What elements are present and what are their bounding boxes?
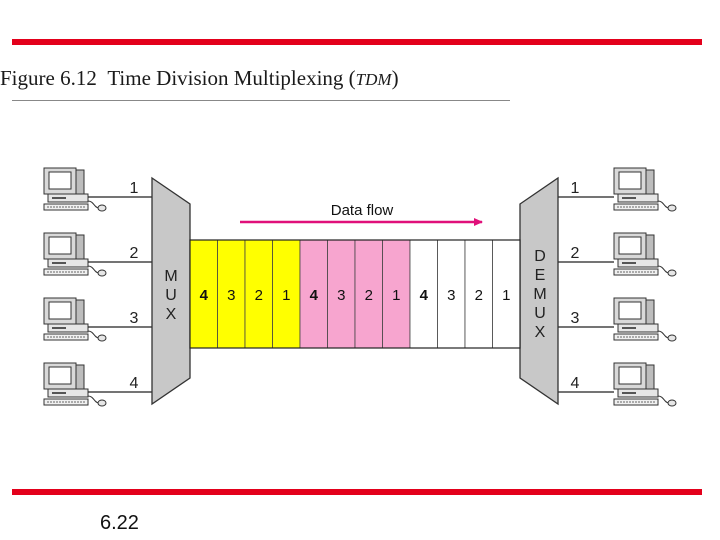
destination-label: 1: [571, 180, 580, 197]
demux-letter: M: [533, 286, 546, 303]
source-computer-icon: [43, 167, 107, 212]
source-label: 1: [130, 180, 139, 197]
source-computer-icon: [43, 362, 107, 407]
source-label: 3: [130, 310, 139, 327]
source-label: 4: [130, 375, 139, 392]
time-slot-label: 2: [365, 287, 373, 304]
time-slot-label: 3: [337, 287, 345, 304]
mux-letter: M: [164, 268, 177, 285]
bottom-red-rule: [12, 489, 702, 495]
time-slot-label: 3: [447, 287, 455, 304]
input-links: [88, 196, 152, 393]
time-slot-label: 2: [475, 287, 483, 304]
mux-letter: U: [165, 287, 177, 304]
time-slot-label: 4: [310, 287, 319, 304]
destination-label: 4: [571, 375, 580, 392]
destination-computer-icon: [613, 362, 677, 407]
source-label: 2: [130, 245, 139, 262]
source-labels: 1 2 3 4: [130, 180, 139, 392]
source-computer-icon: [43, 232, 107, 277]
source-computer-icon: [43, 297, 107, 342]
output-links: [558, 196, 614, 393]
tdm-link: 4 3 2 1 4 3 2 1 4 3 2 1: [189, 239, 521, 349]
title-close: ): [391, 66, 399, 90]
time-slot: [492, 239, 521, 349]
time-slot: [244, 239, 273, 349]
tdm-frame: 4 3 2 1: [409, 239, 521, 349]
time-slot-label: 1: [392, 287, 400, 304]
top-red-rule: [12, 39, 702, 45]
demux-letter: X: [535, 324, 546, 341]
time-slot-label: 4: [200, 287, 209, 304]
time-slot-label: 3: [227, 287, 235, 304]
time-slot: [299, 239, 328, 349]
title-acronym: TDM: [355, 70, 392, 89]
mux-letter: X: [166, 306, 177, 323]
title-underline: [12, 100, 510, 101]
slide-title: Figure 6.12 Time Division Multiplexing (…: [0, 66, 520, 91]
demux-letter: E: [535, 267, 546, 284]
tdm-frame: 4 3 2 1: [299, 239, 411, 349]
multiplexer: [151, 176, 191, 406]
demux-label: D E M U X: [533, 248, 546, 341]
mux-label: M U X: [164, 268, 177, 323]
time-slot-label: 4: [420, 287, 429, 304]
destination-label: 2: [571, 245, 580, 262]
link-border: [189, 239, 521, 349]
destination-computer-icon: [613, 232, 677, 277]
demux-letter: D: [534, 248, 546, 265]
destination-label: 3: [571, 310, 580, 327]
figure-number: Figure 6.12: [0, 66, 97, 90]
destination-computer-icon: [613, 167, 677, 212]
destination-computer-icon: [613, 297, 677, 342]
time-slot: [327, 239, 356, 349]
time-slot-label: 2: [255, 287, 263, 304]
destination-labels: 1 2 3 4: [571, 180, 580, 392]
demux-letter: U: [534, 305, 546, 322]
tdm-frame: 4 3 2 1: [189, 239, 301, 349]
time-slot-label: 1: [502, 287, 510, 304]
title-text: Time Division Multiplexing (: [107, 66, 356, 90]
time-slot-label: 1: [282, 287, 290, 304]
page-number: 6.22: [100, 512, 139, 534]
data-flow-label: Data flow: [331, 202, 394, 219]
